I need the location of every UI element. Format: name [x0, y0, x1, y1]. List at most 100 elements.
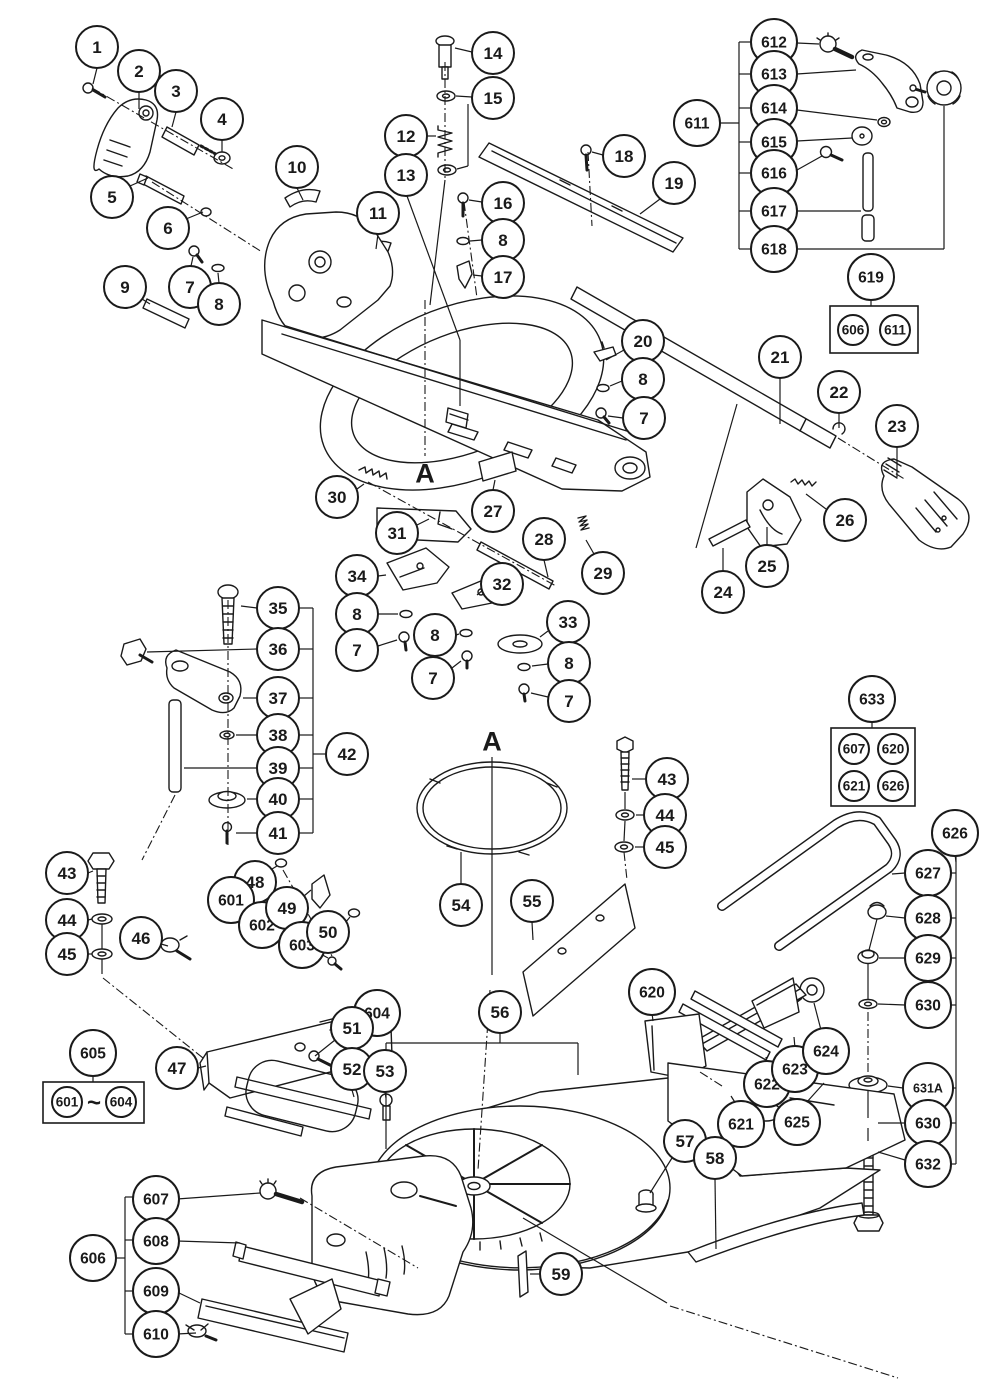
balloon-8[interactable]: 8	[413, 613, 457, 657]
balloon-19[interactable]: 19	[652, 161, 696, 205]
balloon-14[interactable]: 14	[471, 31, 515, 75]
balloon-12[interactable]: 12	[384, 114, 428, 158]
balloon-45[interactable]: 45	[643, 825, 687, 869]
balloon-606[interactable]: 606	[837, 314, 869, 346]
balloon-59[interactable]: 59	[539, 1252, 583, 1296]
balloon-circle	[413, 613, 457, 657]
balloon-34[interactable]: 34	[335, 554, 379, 598]
balloon-20[interactable]: 20	[621, 319, 665, 363]
balloon-604[interactable]: 604	[105, 1086, 137, 1118]
balloon-605[interactable]: 605	[69, 1029, 117, 1077]
balloon-35[interactable]: 35	[256, 586, 300, 630]
balloon-38[interactable]: 38	[256, 713, 300, 757]
balloon-8[interactable]: 8	[197, 282, 241, 326]
balloon-2[interactable]: 2	[117, 49, 161, 93]
balloon-37[interactable]: 37	[256, 676, 300, 720]
balloon-30[interactable]: 30	[315, 475, 359, 519]
balloon-24[interactable]: 24	[701, 570, 745, 614]
balloon-31[interactable]: 31	[375, 511, 419, 555]
balloon-54[interactable]: 54	[439, 883, 483, 927]
balloon-619[interactable]: 619	[847, 253, 895, 301]
balloon-611[interactable]: 611	[673, 99, 721, 147]
balloon-32[interactable]: 32	[480, 562, 524, 606]
balloon-629[interactable]: 629	[904, 934, 952, 982]
balloon-47[interactable]: 47	[155, 1046, 199, 1090]
balloon-number: 40	[269, 790, 288, 809]
balloon-7[interactable]: 7	[547, 679, 591, 723]
balloon-609[interactable]: 609	[132, 1267, 180, 1315]
balloon-9[interactable]: 9	[103, 265, 147, 309]
balloon-33[interactable]: 33	[546, 600, 590, 644]
balloon-8[interactable]: 8	[547, 641, 591, 685]
balloon-617[interactable]: 617	[750, 187, 798, 235]
balloon-6[interactable]: 6	[146, 206, 190, 250]
balloon-621[interactable]: 621	[838, 770, 870, 802]
balloon-630[interactable]: 630	[904, 981, 952, 1029]
balloon-45[interactable]: 45	[45, 932, 89, 976]
balloon-4[interactable]: 4	[200, 97, 244, 141]
balloon-29[interactable]: 29	[581, 551, 625, 595]
balloon-15[interactable]: 15	[471, 76, 515, 120]
balloon-630[interactable]: 630	[904, 1099, 952, 1147]
balloon-11[interactable]: 11	[356, 191, 400, 235]
balloon-620[interactable]: 620	[877, 733, 909, 765]
balloon-56[interactable]: 56	[478, 990, 522, 1034]
balloon-632[interactable]: 632	[904, 1140, 952, 1188]
balloon-10[interactable]: 10	[275, 145, 319, 189]
balloon-627[interactable]: 627	[904, 849, 952, 897]
balloon-621[interactable]: 621	[717, 1100, 765, 1148]
balloon-601[interactable]: 601	[51, 1086, 83, 1118]
balloon-17[interactable]: 17	[481, 255, 525, 299]
balloon-number: 613	[761, 66, 787, 83]
balloon-52[interactable]: 52	[330, 1047, 374, 1091]
balloon-1[interactable]: 1	[75, 25, 119, 69]
balloon-27[interactable]: 27	[471, 489, 515, 533]
balloon-3[interactable]: 3	[154, 69, 198, 113]
balloon-36[interactable]: 36	[256, 627, 300, 671]
balloon-55[interactable]: 55	[510, 879, 554, 923]
leader-line	[639, 198, 661, 215]
balloon-number: 7	[639, 409, 648, 428]
balloon-607[interactable]: 607	[132, 1175, 180, 1223]
balloon-51[interactable]: 51	[330, 1006, 374, 1050]
balloon-626[interactable]: 626	[931, 809, 979, 857]
balloon-608[interactable]: 608	[132, 1217, 180, 1265]
balloon-50[interactable]: 50	[306, 910, 350, 954]
balloon-18[interactable]: 18	[602, 134, 646, 178]
balloon-23[interactable]: 23	[875, 404, 919, 448]
balloon-618[interactable]: 618	[750, 225, 798, 273]
balloon-7[interactable]: 7	[411, 656, 455, 700]
balloon-8[interactable]: 8	[481, 218, 525, 262]
balloon-41[interactable]: 41	[256, 811, 300, 855]
balloon-7[interactable]: 7	[622, 396, 666, 440]
balloon-610[interactable]: 610	[132, 1310, 180, 1358]
balloon-28[interactable]: 28	[522, 517, 566, 561]
balloon-620[interactable]: 620	[628, 968, 676, 1016]
balloon-26[interactable]: 26	[823, 498, 867, 542]
balloon-21[interactable]: 21	[758, 335, 802, 379]
balloon-626[interactable]: 626	[877, 770, 909, 802]
balloon-49[interactable]: 49	[265, 886, 309, 930]
balloon-58[interactable]: 58	[693, 1136, 737, 1180]
balloon-633[interactable]: 633	[848, 675, 896, 723]
balloon-624[interactable]: 624	[802, 1027, 850, 1075]
balloon-7[interactable]: 7	[335, 628, 379, 672]
balloon-8[interactable]: 8	[621, 357, 665, 401]
balloon-607[interactable]: 607	[838, 733, 870, 765]
balloon-43[interactable]: 43	[45, 851, 89, 895]
balloon-43[interactable]: 43	[645, 757, 689, 801]
balloon-22[interactable]: 22	[817, 370, 861, 414]
balloon-625[interactable]: 625	[773, 1098, 821, 1146]
balloon-46[interactable]: 46	[119, 916, 163, 960]
balloon-42[interactable]: 42	[325, 732, 369, 776]
balloon-25[interactable]: 25	[745, 544, 789, 588]
balloon-53[interactable]: 53	[363, 1049, 407, 1093]
balloon-44[interactable]: 44	[643, 793, 687, 837]
balloon-628[interactable]: 628	[904, 894, 952, 942]
balloon-13[interactable]: 13	[384, 153, 428, 197]
balloon-5[interactable]: 5	[90, 175, 134, 219]
balloon-16[interactable]: 16	[481, 181, 525, 225]
balloon-606[interactable]: 606	[69, 1234, 117, 1282]
leader-line	[649, 1157, 673, 1194]
balloon-611[interactable]: 611	[879, 314, 911, 346]
